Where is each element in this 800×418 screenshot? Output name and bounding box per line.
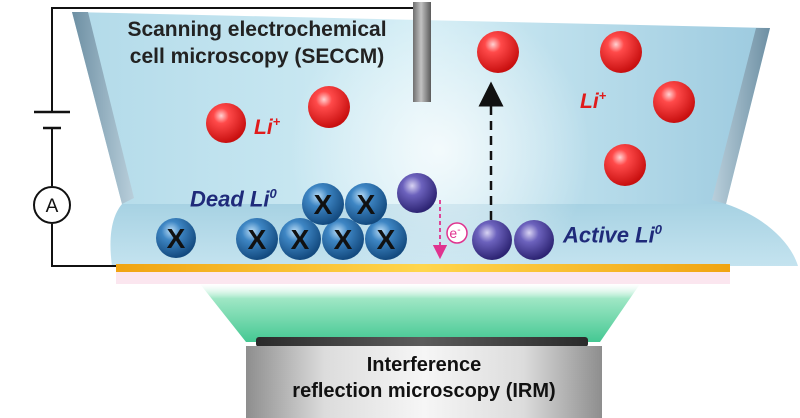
dead-li-text: Dead Li [190,186,270,212]
irm-title-line1: Interference [366,354,482,376]
li-ion [604,144,646,186]
dead-li-sphere [302,183,344,225]
dead-marker: X [377,224,396,255]
circuit-wire [51,7,413,267]
li-ions [206,31,695,186]
objective-cap [256,337,588,347]
active-li-sphere [397,173,437,213]
active-li-sphere [514,220,554,260]
battery-icon [34,110,70,130]
active-li-text: Active Li [563,222,655,248]
active-li-sphere [472,220,512,260]
dead-marker: X [291,224,310,255]
substrate-layer [116,264,730,272]
dead-marker: X [357,189,376,220]
active-li-deposits [397,173,554,260]
dead-li-deposits [156,183,407,260]
dead-marker: X [334,224,353,255]
svg-text:e-: e- [449,225,460,241]
dead-li-sphere [322,218,364,260]
dead-marker: X [314,189,333,220]
li-ion-charge: + [272,114,281,129]
active-li-label: Active Li0 [563,222,662,248]
dead-marker: X [167,223,186,254]
seccm-title-line2: cell microscopy (SECCM) [129,45,385,68]
glass-layer [116,272,730,284]
dead-marker: X [248,224,267,255]
li-ion-charge: + [598,88,607,103]
li-ion-text: Li [580,90,599,113]
dead-li-superscript: 0 [269,186,277,201]
irm-title: Interference reflection microscopy (IRM) [246,352,602,404]
seccm-title-line1: Scanning electrochemical [127,18,387,41]
li-ion-label-right: Li+ [580,88,606,114]
objective-body [246,346,602,418]
dead-li-sphere [279,218,321,260]
li-ion [206,103,246,143]
li-ion [600,31,642,73]
dead-li-sphere [236,218,278,260]
dead-li-label: Dead Li0 [190,186,277,212]
pipette-wall-right [712,28,770,204]
li-ion [653,81,695,123]
dead-li-markers: X X X X X X X [167,189,396,255]
seccm-electrode [413,2,431,102]
li-ion [477,31,519,73]
ammeter-icon: A [33,186,71,224]
dead-li-sphere [365,218,407,260]
active-li-superscript: 0 [654,222,662,237]
irm-light-beam [200,284,640,342]
dead-li-sphere [156,218,196,258]
droplet-highlight [290,0,590,300]
electron-charge: - [457,225,460,236]
seccm-title: Scanning electrochemical cell microscopy… [112,16,402,70]
electron-label: e [449,225,457,241]
pipette-wall-left [72,12,134,204]
li-ion [308,86,350,128]
ammeter-label: A [46,196,59,217]
dead-li-sphere [345,183,387,225]
irm-title-line2: reflection microscopy (IRM) [292,380,556,402]
li-ion-text: Li [254,116,273,139]
electron-icon: e- [446,222,468,244]
li-ion-label-left: Li+ [254,114,280,140]
